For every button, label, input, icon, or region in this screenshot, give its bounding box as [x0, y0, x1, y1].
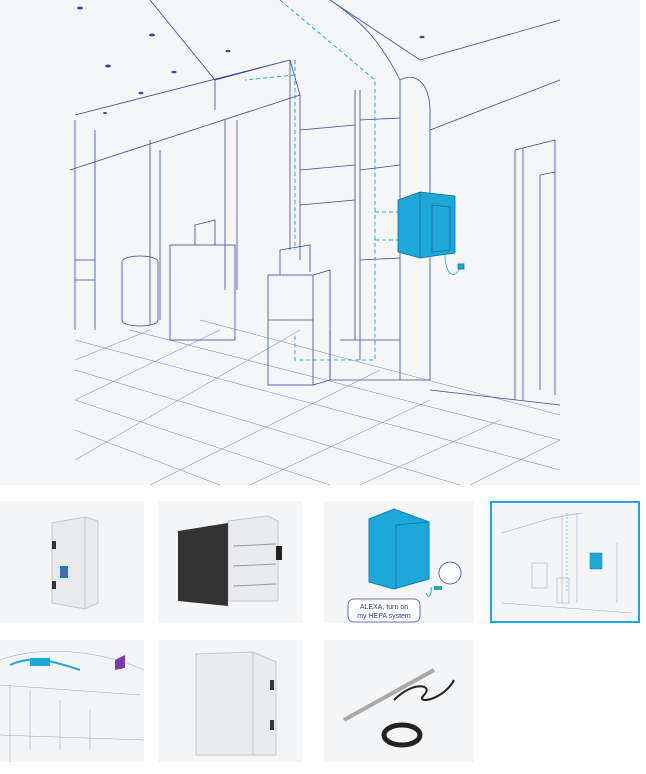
thumbnail-kitchen-illustration[interactable] — [0, 640, 144, 762]
thumbnail-hepa-unit-open-door[interactable] — [158, 501, 302, 623]
thumbnail-hepa-unit-front[interactable] — [0, 501, 144, 623]
thumbnail-basement-illustration-selected[interactable] — [490, 501, 640, 623]
alexa-caption-line1: ALEXA, turn on — [360, 604, 408, 611]
thumbnail-hepa-unit-alexa[interactable]: ALEXA, turn on my HEPA system — [324, 501, 474, 623]
thumbnail-accessories-cable[interactable] — [324, 640, 474, 762]
alexa-speech-bubble — [347, 598, 421, 623]
thumbnail-hepa-unit-side[interactable] — [158, 640, 302, 762]
main-product-image — [69, 0, 561, 485]
alexa-caption-line2: my HEPA system — [357, 613, 411, 620]
